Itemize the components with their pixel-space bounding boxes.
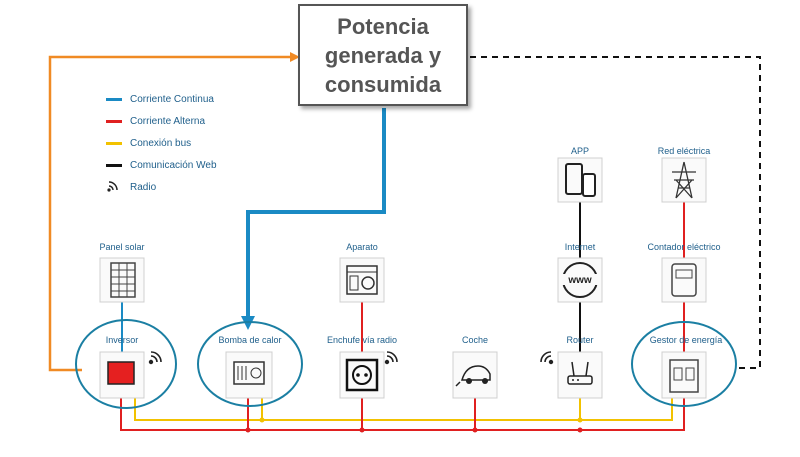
power-tower-icon: [661, 157, 707, 203]
title-line-1: Potencia: [337, 13, 429, 39]
legend-item-radio: Radio: [106, 176, 217, 198]
legend-label: Conexión bus: [130, 137, 192, 149]
meter-icon: [661, 257, 707, 303]
label-inversor: Inversor: [105, 335, 139, 345]
label-coche: Coche: [461, 335, 489, 345]
router-icon: [557, 351, 603, 399]
title-line-3: consumida: [324, 71, 442, 97]
label-gestor: Gestor de energía: [649, 335, 723, 345]
ac-node: [472, 427, 478, 433]
radio-waves-icon: [540, 351, 554, 365]
label-bomba: Bomba de calor: [218, 335, 282, 345]
ac-node: [577, 427, 583, 433]
label-router: Router: [566, 335, 594, 345]
electric-car-icon: [452, 351, 498, 399]
legend-label: Corriente Alterna: [130, 115, 206, 127]
radio-waves-icon: [106, 180, 122, 195]
legend-item-bus: Conexión bus: [106, 132, 217, 154]
bus-line: [134, 398, 673, 421]
label-internet: Internet: [564, 242, 596, 252]
dc-power-line: [246, 108, 386, 318]
label-contador: Contador eléctrico: [647, 242, 721, 252]
plug-icon: [339, 351, 385, 399]
appliance-icon: [339, 257, 385, 303]
legend-swatch: [106, 119, 122, 123]
ac-node: [359, 427, 365, 433]
web-communication-line: [470, 56, 761, 369]
label-aparato: Aparato: [346, 242, 378, 252]
inverter-icon: [99, 351, 145, 399]
heat-pump-icon: [225, 351, 273, 399]
label-app: APP: [570, 146, 590, 156]
highlight-ring-bomba: [197, 321, 303, 407]
feedback-arrowhead: [290, 52, 300, 62]
legend: Corriente Continua Corriente Alterna Con…: [106, 88, 217, 198]
label-panel-solar: Panel solar: [99, 242, 145, 252]
legend-item-web: Comunicación Web: [106, 154, 217, 176]
title-box: Potencia generada y consumida: [298, 4, 468, 106]
label-enchufe: Enchufe vía radio: [326, 335, 398, 345]
legend-label: Corriente Continua: [130, 93, 214, 105]
radio-waves-icon: [384, 351, 398, 365]
globe-www-icon: www: [557, 257, 603, 303]
legend-item-ac: Corriente Alterna: [106, 110, 217, 132]
legend-swatch: [106, 141, 122, 145]
ac-line: [120, 398, 685, 431]
title-line-2: generada y: [324, 42, 442, 68]
bus-node: [259, 417, 265, 423]
legend-label: Comunicación Web: [130, 159, 217, 171]
highlight-ring-inversor: [75, 319, 177, 409]
radio-waves-icon: [148, 351, 162, 365]
energy-manager-icon: [661, 351, 707, 399]
feedback-arrow-line: [48, 55, 292, 372]
highlight-ring-gestor: [631, 321, 737, 407]
legend-item-dc: Corriente Continua: [106, 88, 217, 110]
legend-swatch: [106, 163, 122, 167]
legend-label: Radio: [130, 181, 157, 193]
ac-node: [245, 427, 251, 433]
solar-panel-icon: [99, 257, 145, 303]
svg-text:www: www: [567, 275, 592, 286]
bus-node: [577, 417, 583, 423]
label-red-electrica: Red eléctrica: [657, 146, 711, 156]
smartphone-icon: [557, 157, 603, 203]
legend-swatch: [106, 97, 122, 101]
